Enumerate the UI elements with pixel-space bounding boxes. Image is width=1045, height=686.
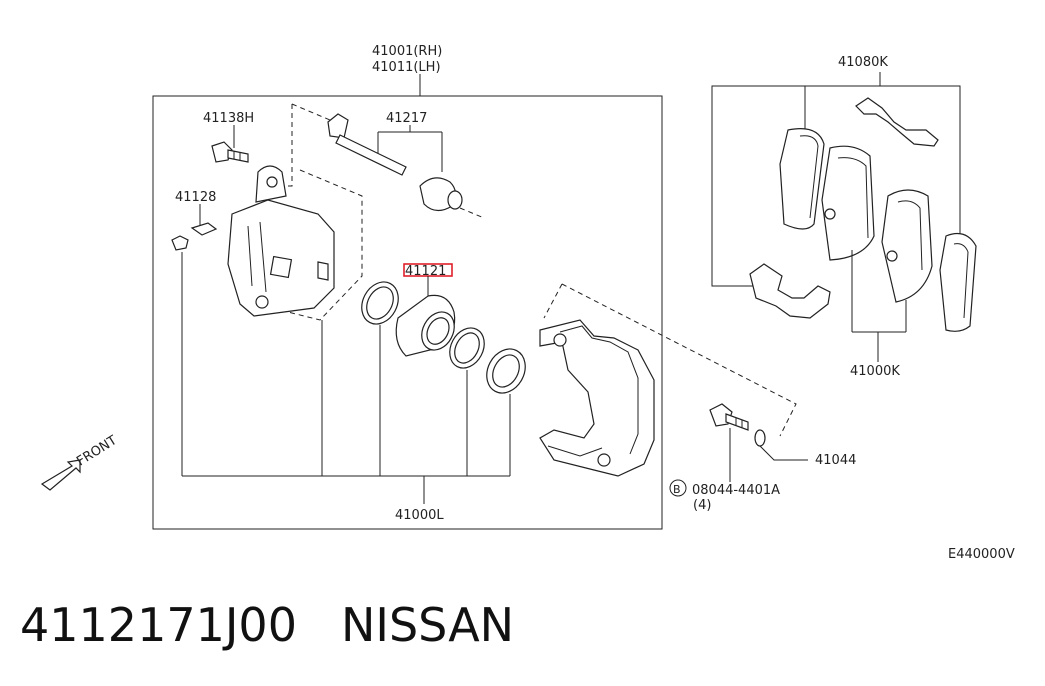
brake-pad-outer-left-part	[779, 128, 825, 230]
label-bolt-circle: B	[673, 483, 681, 496]
shim-kit-bracket	[711, 85, 805, 287]
label-kit-l: 41000L	[395, 508, 444, 523]
caliper-bolt-part	[211, 141, 249, 163]
label-bolt-qty: (4)	[693, 498, 711, 513]
label-bolt-num: 08044-4401A	[692, 483, 780, 498]
washer-part	[754, 429, 766, 447]
label-piston: 41121	[405, 264, 446, 279]
caption-part-number: 4112171J00	[20, 598, 297, 652]
guide-pin-part	[327, 113, 407, 176]
label-bolt-h: 41138H	[203, 111, 254, 126]
caliper-assembly-frame	[152, 95, 663, 530]
label-front: FRONT	[74, 433, 120, 469]
brake-pad-inner-left-part	[821, 145, 875, 261]
bleeder-screw-part	[171, 222, 218, 251]
label-diagram-code: E440000V	[948, 547, 1015, 562]
piston-ring-part	[449, 327, 485, 369]
bracket-bolt-part	[709, 403, 749, 431]
pad-shim-bottom-part	[749, 263, 831, 319]
caption-brand: NISSAN	[340, 598, 515, 652]
label-pad-kit: 41000K	[850, 364, 900, 379]
caliper-body-part	[227, 165, 335, 317]
label-caliper-rh: 41001(RH)	[372, 44, 442, 59]
label-pin-kit: 41217	[386, 111, 427, 126]
label-caliper-lh: 41011(LH)	[372, 60, 441, 75]
label-shim-kit: 41080K	[838, 55, 888, 70]
brake-pad-inner-right-part	[881, 189, 933, 303]
pin-boot-part	[419, 177, 463, 212]
label-bleeder: 41128	[175, 190, 216, 205]
caliper-bracket-part	[539, 319, 655, 477]
pad-shim-top-part	[855, 97, 939, 147]
piston-part	[395, 294, 456, 357]
label-washer: 41044	[815, 453, 856, 468]
bolt-circle-icon	[669, 479, 687, 497]
front-arrow-icon	[40, 459, 81, 491]
piston-seal-part	[361, 281, 399, 325]
brake-pad-outer-right-part	[939, 233, 977, 332]
dust-boot-part	[486, 348, 526, 394]
part-caption: 4112171J00 NISSAN	[20, 598, 558, 652]
